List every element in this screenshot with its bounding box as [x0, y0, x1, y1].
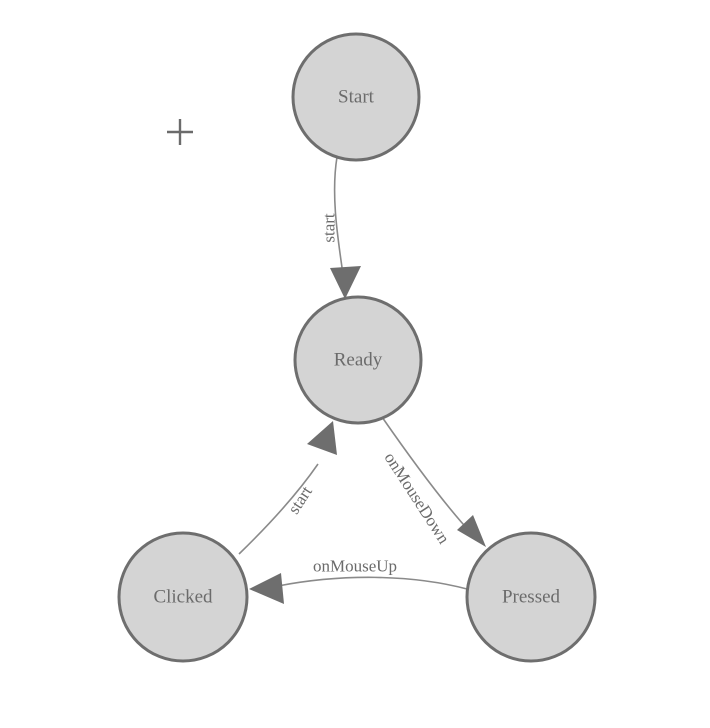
crosshair-marker: [167, 119, 193, 145]
edge-ready-to-pressed-path: [381, 416, 473, 535]
node-ready-circle: [293, 295, 423, 425]
edge-pressed-to-clicked-arrowhead: [249, 573, 284, 604]
edge-pressed-to-clicked[interactable]: onMouseUp: [249, 557, 468, 605]
edge-ready-to-pressed[interactable]: onMouseDown: [380, 416, 486, 548]
node-start-label: Start: [338, 87, 375, 108]
node-start[interactable]: Start: [291, 32, 421, 162]
edge-clicked-to-ready[interactable]: start: [238, 421, 337, 555]
edge-start-to-ready-arrowhead: [330, 266, 361, 299]
node-clicked-circle: [117, 531, 249, 663]
edge-label-start-to-ready: start: [320, 213, 339, 243]
edge-clicked-to-ready-path: [238, 463, 319, 555]
edge-clicked-to-ready-arrowhead: [307, 421, 337, 455]
edge-start-to-ready[interactable]: start: [320, 156, 362, 299]
edge-label-clicked-to-ready: start: [284, 482, 316, 517]
node-pressed-label: Pressed: [502, 587, 561, 608]
edge-label-pressed-to-clicked: onMouseUp: [313, 557, 397, 576]
node-start-circle: [291, 32, 421, 162]
node-pressed-circle: [465, 531, 597, 663]
node-clicked-label: Clicked: [153, 587, 213, 608]
node-ready-label: Ready: [334, 350, 383, 371]
edge-label-ready-to-pressed: onMouseDown: [380, 449, 453, 548]
edge-pressed-to-clicked-path: [277, 576, 468, 590]
node-clicked[interactable]: Clicked: [117, 531, 249, 663]
edge-ready-to-pressed-arrowhead: [457, 515, 486, 547]
node-ready[interactable]: Ready: [293, 295, 423, 425]
node-pressed[interactable]: Pressed: [465, 531, 597, 663]
